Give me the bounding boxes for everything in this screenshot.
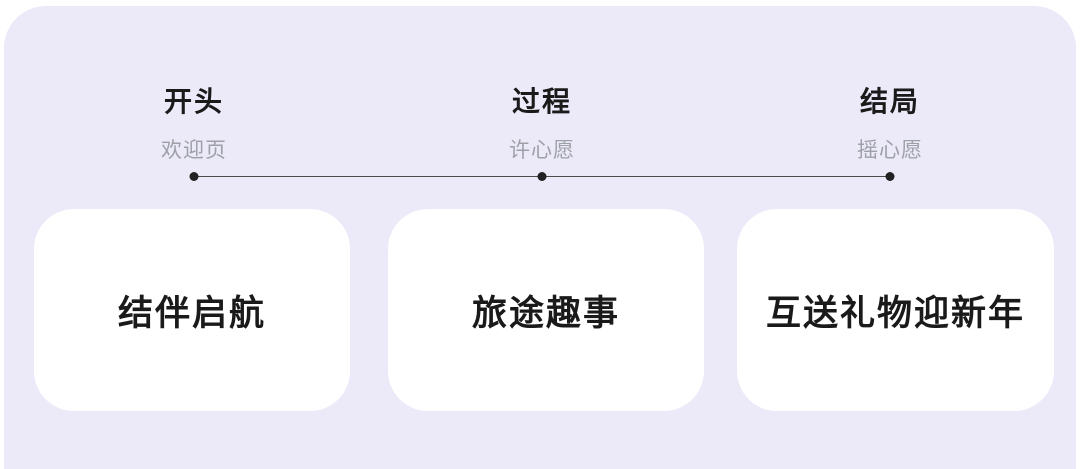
- scene-card-set-sail: 结伴启航: [34, 209, 350, 411]
- stage-subtitle: 许心愿: [509, 139, 575, 162]
- stage-subtitle: 摇心愿: [857, 139, 923, 162]
- timeline-dot-ending: [885, 172, 895, 181]
- scene-card-label: 结伴启航: [117, 293, 266, 333]
- timeline-stage-beginning: 开头 欢迎页: [161, 80, 227, 164]
- stage-title: 开头: [163, 86, 224, 117]
- timeline-dot-process: [537, 172, 547, 181]
- scene-card-label: 互送礼物迎新年: [765, 293, 1025, 333]
- timeline-stage-process: 过程 许心愿: [509, 80, 575, 164]
- scene-card-journey-fun: 旅途趣事: [388, 209, 704, 411]
- diagram-panel: 开头 欢迎页 过程 许心愿 结局 摇心愿 结伴启航 旅途趣事 互送礼物迎新年: [4, 6, 1076, 469]
- stage-subtitle: 欢迎页: [161, 139, 227, 162]
- scene-card-gift-exchange: 互送礼物迎新年: [737, 209, 1054, 411]
- stage-title: 过程: [511, 86, 572, 117]
- stage-title: 结局: [859, 86, 920, 117]
- timeline-stage-ending: 结局 摇心愿: [857, 80, 923, 164]
- scene-card-label: 旅途趣事: [471, 293, 620, 333]
- timeline-dot-beginning: [189, 172, 199, 181]
